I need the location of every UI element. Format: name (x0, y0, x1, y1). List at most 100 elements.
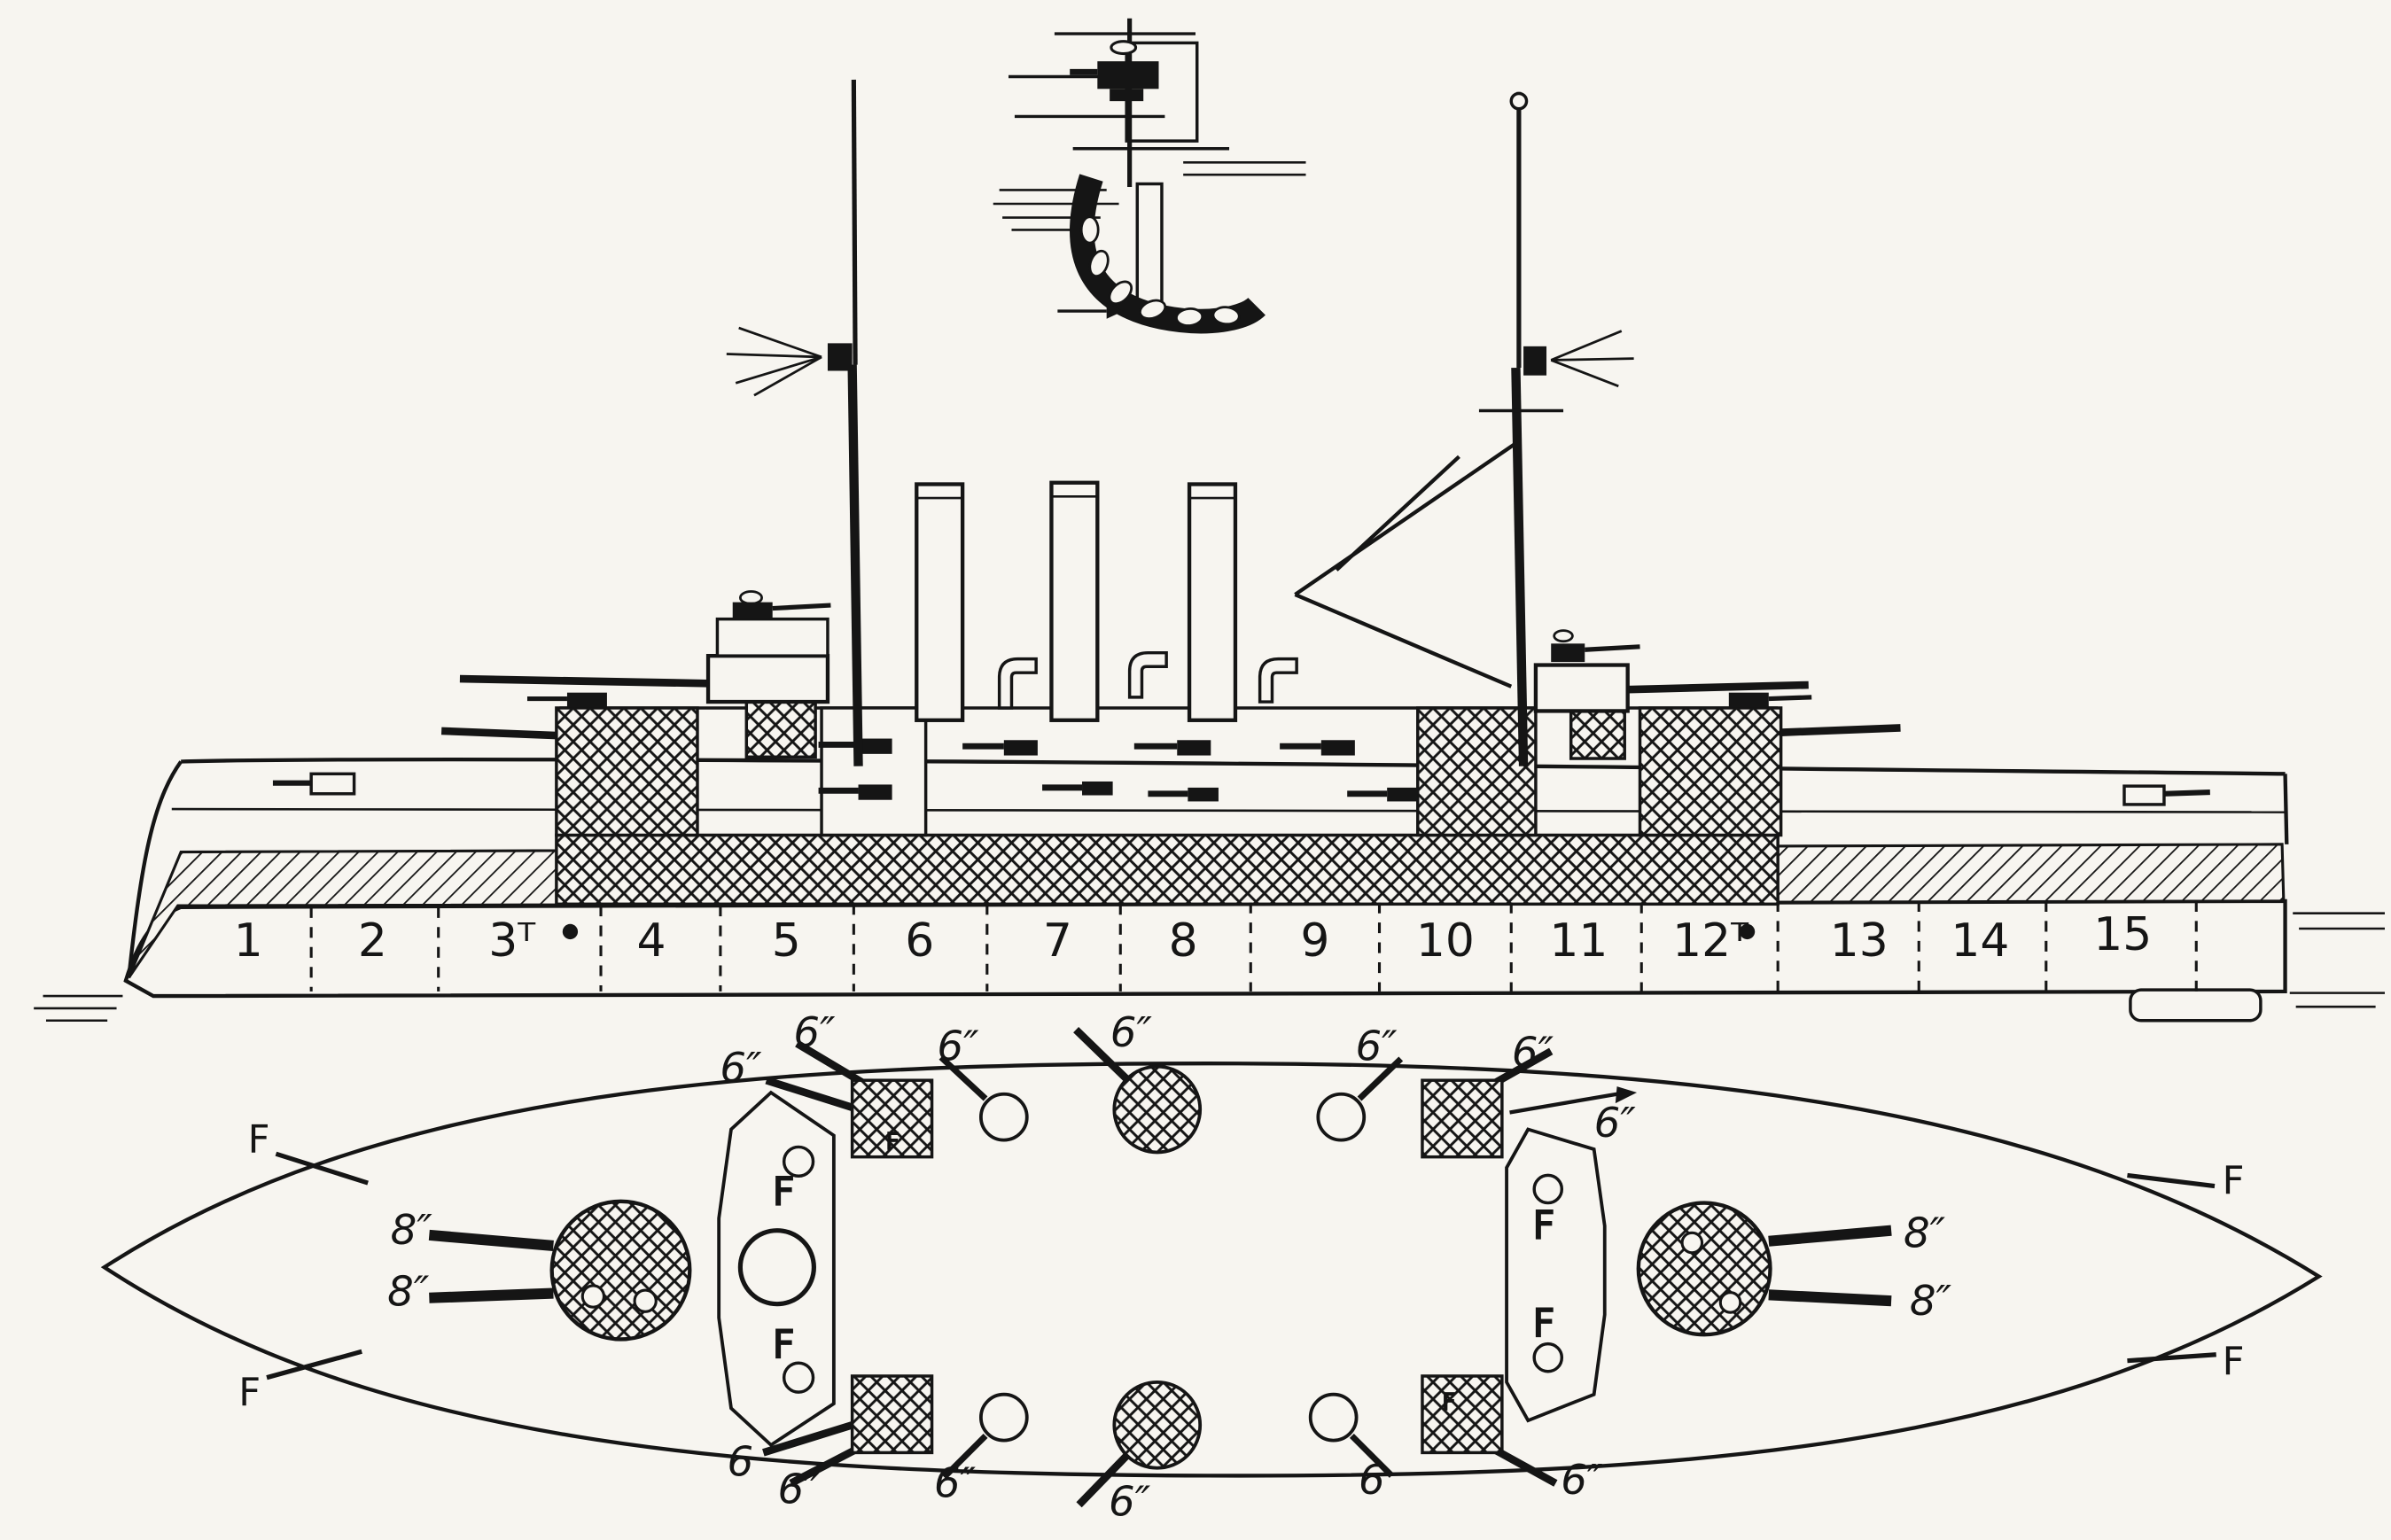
center-top-6in-turret (1073, 1027, 1203, 1155)
gun-label-6in: 6 (728, 1438, 754, 1486)
midship-casemate (818, 706, 928, 837)
forward-8in-turret-plan (428, 1199, 692, 1342)
compartment-number: 14 (1951, 914, 2009, 968)
torpedo-tube-dot-aft (1739, 923, 1756, 940)
gun-label-6in: 6″ (778, 1466, 821, 1513)
compartment-number: 13 (1830, 914, 1889, 968)
compartment-dividers (309, 900, 2198, 992)
bow-f-guns (266, 1151, 369, 1381)
direction-arrow (1057, 303, 1124, 319)
fore-searchlight (827, 343, 853, 371)
forward-citadel-plan: F F (717, 1090, 836, 1448)
gun-label-6in: 6″ (1594, 1100, 1637, 1147)
curved-armor-plate (1070, 174, 1266, 334)
f-gun-label: F (238, 1371, 261, 1415)
water-lines (34, 912, 2385, 1023)
bow-gun (272, 772, 356, 796)
casemate-f-label: F (1442, 1389, 1455, 1416)
compartment-number: 6 (905, 914, 934, 968)
aft-turret (1533, 629, 1809, 760)
compartment-numbers: 1 2 3ᵀ 4 5 6 7 8 9 10 11 12ᵀ 13 14 15 (234, 908, 2153, 968)
gun-label-6in: 6″ (934, 1460, 977, 1508)
plan-hull-outline (100, 1062, 2323, 1478)
small-6in-mounts (938, 1054, 1404, 1480)
compartment-number: 11 (1549, 914, 1608, 968)
gun-label-6in: 6″ (720, 1045, 762, 1093)
main-searchlight (1523, 346, 1547, 376)
gun-label-8in: 8″ (1910, 1278, 1952, 1326)
funnel-2 (1049, 480, 1100, 722)
aft-gun-barrel (1627, 681, 1809, 694)
funnel-1 (915, 482, 965, 722)
compartment-number: 15 (2093, 908, 2152, 961)
f-gun-label: F (248, 1117, 270, 1162)
funnel-3 (1187, 482, 1238, 722)
compartment-number: 5 (772, 914, 801, 968)
gun-label-6in: 6″ (1355, 1023, 1398, 1071)
compartment-number: 2 (358, 914, 387, 968)
gun-label-8in: 8″ (387, 1268, 430, 1316)
compartment-number: 8 (1169, 914, 1198, 968)
compartment-number: 7 (1043, 914, 1072, 968)
boat-derrick (1294, 442, 1515, 688)
yard-lines (1009, 32, 1306, 176)
main-searchlight-rays (1550, 330, 1634, 388)
forward-turret-and-bridge (459, 590, 831, 759)
compartment-number: 1 (234, 914, 263, 968)
f-gun-label: F (2223, 1159, 2245, 1203)
stern-skeg (2129, 988, 2262, 1023)
side-elevation-view: 1 2 3ᵀ 4 5 6 7 8 9 10 11 12ᵀ 13 14 15 (34, 79, 2385, 1023)
armor-port-ovals (1079, 215, 1241, 327)
upper-deck-edge (181, 757, 2286, 776)
plan-labels: 6″ 6″ 6″ 6″ 6″ 6″ 6″ 6 6″ 6″ 6″ 6 6″ 8″ … (238, 1009, 2244, 1526)
gun-label-6in: 6″ (1109, 1478, 1151, 1526)
gun-label-8in: 8″ (391, 1207, 433, 1255)
fore-searchlight-rays (726, 326, 822, 397)
gun-label-8in: 8″ (1904, 1210, 1946, 1258)
casemate-bottom-right: F (1421, 1374, 1558, 1487)
torpedo-tube-dot-forward (562, 923, 579, 940)
gun-label-6in: 6″ (937, 1023, 979, 1071)
f-gun-label: F (2223, 1340, 2245, 1384)
gun-label-6in: 6 (1359, 1457, 1385, 1505)
casemate-top-right (1421, 1047, 1638, 1159)
forward-gun-barrel (459, 674, 709, 688)
compartment-number: 9 (1300, 914, 1329, 968)
casemate-top-left: F (765, 1039, 934, 1159)
casemate-f-label: F (886, 1129, 900, 1155)
gun-label-6in: 6″ (1110, 1009, 1153, 1057)
armor-cross-section-detail (993, 18, 1306, 334)
light-gun-detail (1070, 40, 1159, 102)
compartment-number: 12ᵀ (1672, 914, 1749, 968)
aft-casemate-block (1416, 706, 1538, 837)
casemate-bottom-left (762, 1374, 934, 1487)
funnels (915, 480, 1238, 722)
hull-side-line (171, 807, 2286, 813)
compartment-number: 10 (1416, 914, 1475, 968)
compartment-number: 4 (637, 914, 666, 968)
gun-label-6in: 6″ (1561, 1457, 1603, 1505)
stern-edge (2283, 774, 2289, 844)
aft-8in-turret-plan (1636, 1201, 1892, 1337)
citadel-f-label: F (773, 1323, 795, 1367)
stern-gun (2122, 784, 2210, 806)
deck-plan-view: F F F F F (100, 1009, 2323, 1526)
gun-label-6in: 6″ (1512, 1030, 1554, 1077)
citadel-f-label: F (1532, 1302, 1554, 1346)
deck-plank-lines (993, 189, 1119, 231)
fore-mast (726, 79, 863, 766)
stern-f-guns (2127, 1172, 2216, 1364)
broadside-guns (962, 740, 1418, 802)
starboard-aft-sponson (1638, 692, 1901, 837)
aft-citadel-plan: F F (1505, 1127, 1607, 1423)
port-forward-sponson (440, 692, 699, 837)
gun-label-6in: 6″ (793, 1009, 836, 1057)
main-mast (1294, 91, 1634, 766)
compartment-number: 3ᵀ (488, 914, 536, 968)
citadel-f-label: F (773, 1170, 795, 1214)
citadel-f-label: F (1532, 1203, 1554, 1248)
center-bottom-6in-turret (1076, 1380, 1203, 1508)
citadel-armor-band (555, 833, 1780, 906)
